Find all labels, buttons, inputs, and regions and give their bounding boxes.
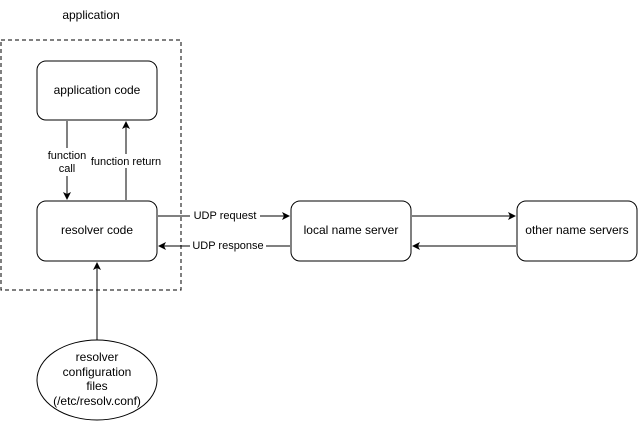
application-container: [0, 39, 182, 291]
application-code-node: application code: [36, 60, 158, 121]
config-files-label-line-2: configuration: [63, 365, 132, 379]
resolver-code-label: resolver code: [61, 223, 133, 237]
application-code-label: application code: [54, 83, 141, 97]
udp-response-edge: UDP response: [158, 239, 290, 253]
function-return-label-bg: [90, 154, 162, 168]
function-return-label: function return: [91, 156, 161, 168]
application-container-title: application: [62, 8, 119, 22]
config-files-label-line-4: (/etc/resolv.conf): [53, 394, 141, 408]
resolver-code-node: resolver code: [36, 200, 158, 262]
udp-request-label: UDP request: [194, 210, 257, 222]
config-files-node: resolver configuration files (/etc/resol…: [36, 339, 158, 421]
function-call-label-line-1: function: [48, 150, 87, 162]
local-name-server-node: local name server: [290, 200, 412, 262]
udp-response-label-bg: [190, 239, 266, 253]
function-call-label-line-2: call: [59, 163, 76, 175]
udp-request-edge: UDP request: [158, 209, 290, 223]
config-files-label-line-1: resolver: [76, 350, 119, 364]
other-name-servers-node: other name servers: [516, 200, 638, 262]
function-call-label-bg: [44, 148, 90, 176]
local-name-server-label: local name server: [304, 223, 399, 237]
other-name-servers-box: [516, 200, 638, 262]
function-return-edge: function return: [90, 121, 162, 200]
udp-response-label: UDP response: [192, 240, 263, 252]
other-name-servers-label: other name servers: [525, 223, 628, 237]
udp-request-label-bg: [190, 209, 260, 223]
application-code-box: [36, 60, 158, 121]
resolver-code-box: [36, 200, 158, 262]
config-files-label-line-3: files: [86, 379, 107, 393]
function-call-edge: function call: [44, 121, 90, 200]
local-name-server-box: [290, 200, 412, 262]
